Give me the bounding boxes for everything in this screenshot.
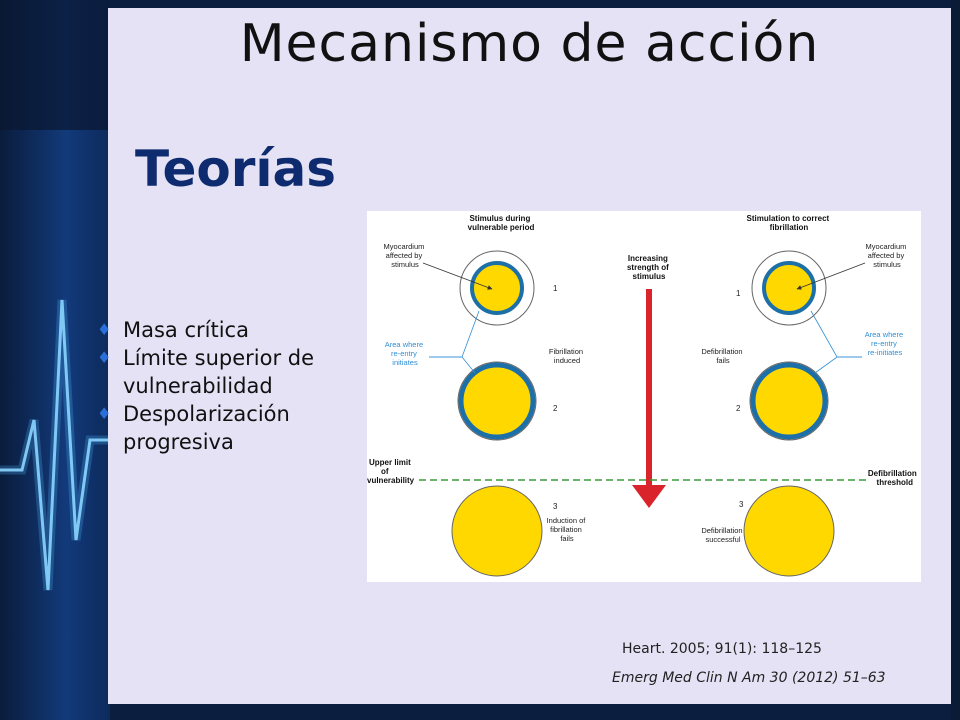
right-circle-3	[743, 485, 835, 577]
right-bottom-label: Defibrillation successful	[701, 526, 744, 544]
right-step-3: 3	[739, 500, 744, 509]
diamond-bullet-icon: ♦	[97, 348, 112, 367]
left-reentry-label: Area where re-entry initiates	[385, 340, 425, 367]
right-circle-1	[762, 261, 816, 315]
bullet-text: Masa crítica	[123, 318, 249, 342]
left-step-3: 3	[553, 502, 558, 511]
right-circle-2	[750, 362, 828, 440]
arrow-shaft	[646, 289, 652, 485]
slide-subtitle: Teorías	[135, 140, 337, 198]
left-bottom-label: Induction of fibrillation fails	[547, 516, 588, 543]
left-circle-2	[458, 362, 536, 440]
bullet-text: Despolarización progresiva	[123, 402, 290, 454]
left-step-2: 2	[553, 404, 558, 413]
bullet-item: ♦ Despolarización progresiva	[93, 400, 355, 456]
left-fibrillation-label: Fibrillation induced	[549, 347, 585, 365]
reference-emerg-med: Emerg Med Clin N Am 30 (2012) 51–63	[612, 670, 886, 686]
down-arrow-icon	[632, 485, 666, 508]
right-step-1: 1	[736, 289, 741, 298]
diamond-bullet-icon: ♦	[97, 320, 112, 339]
left-heading: Stimulus during vulnerable period	[468, 214, 535, 232]
bullet-list: ♦ Masa crítica ♦ Límite superior de vulner…	[93, 316, 355, 456]
right-step-2: 2	[736, 404, 741, 413]
right-border-strip	[951, 0, 960, 720]
right-heading: Stimulation to correct fibrillation	[747, 214, 832, 232]
slide-title: Mecanismo de acción	[239, 14, 820, 74]
left-decorative-band	[0, 0, 110, 720]
left-circle-1	[470, 261, 524, 315]
reference-heart: Heart. 2005; 91(1): 118–125	[622, 641, 822, 657]
diamond-bullet-icon: ♦	[97, 404, 112, 423]
arrow-label: Increasing strength of stimulus	[627, 254, 671, 281]
heartbeat-line-icon	[0, 299, 110, 591]
bullet-text: Límite superior de vulnerabilidad	[123, 346, 315, 398]
left-step-1: 1	[553, 284, 558, 293]
right-myocardium-label: Myocardium affected by stimulus	[866, 242, 909, 269]
upper-limit-label: Upper limit of vulnerability	[367, 458, 415, 485]
defibrillation-diagram: Stimulus during vulnerable period Stimul…	[367, 211, 921, 582]
right-fibrillation-label: Defibrillation fails	[701, 347, 744, 365]
threshold-label: Defibrillation threshold	[868, 469, 919, 487]
right-reentry-label: Area where re-entry re-initiates	[865, 330, 905, 357]
left-myocardium-label: Myocardium affected by stimulus	[384, 242, 427, 269]
bullet-item: ♦ Límite superior de vulnerabilidad	[93, 344, 355, 400]
bullet-item: ♦ Masa crítica	[93, 316, 355, 344]
left-circle-3	[451, 485, 543, 577]
